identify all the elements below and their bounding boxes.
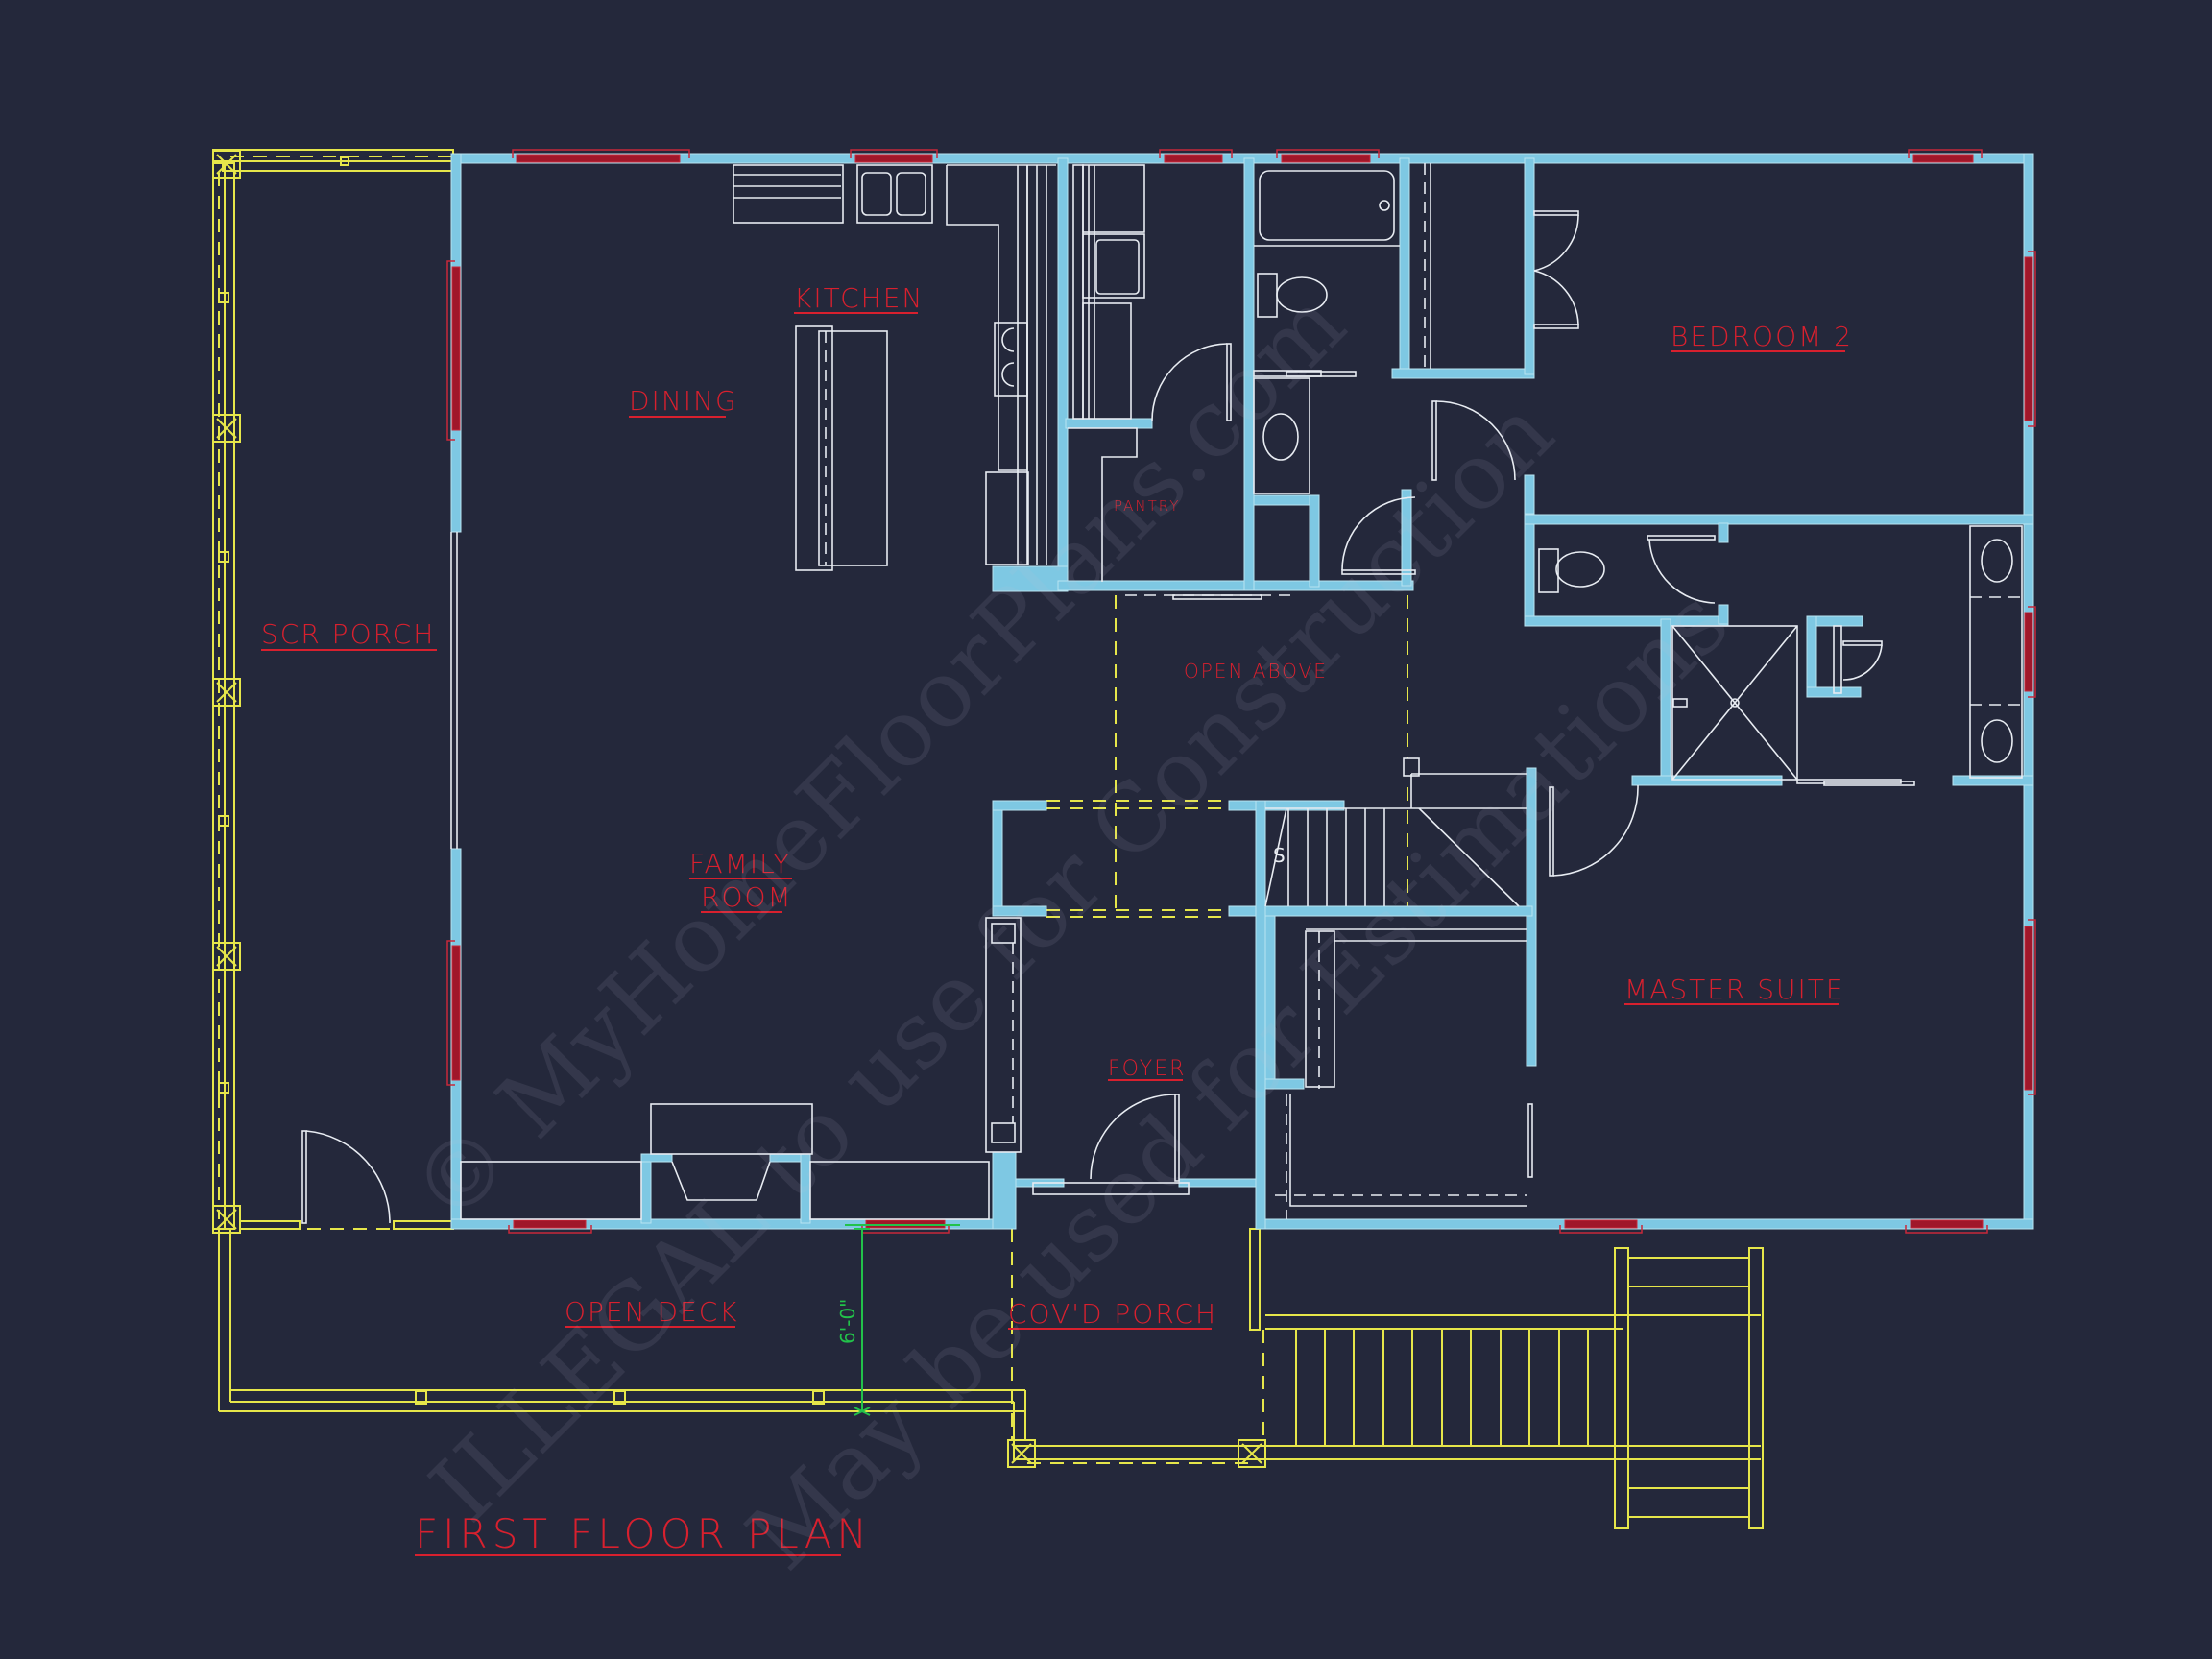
screened-porch-outline <box>212 149 454 1234</box>
label-open-deck: OPEN DECK <box>565 1296 739 1328</box>
master-door-swing <box>1549 784 1639 877</box>
label-covd-porch: COV'D PORCH <box>1008 1298 1217 1330</box>
deck-depth-dimension: 6'-0" <box>836 1224 960 1416</box>
cooktop-icon <box>994 322 1028 397</box>
post-icon <box>212 678 241 707</box>
label-family-room-1: FAMILY <box>689 848 791 879</box>
bath-door-swing <box>1341 496 1416 575</box>
stair-direction-symbol: S <box>1273 844 1286 867</box>
covered-porch-outline <box>1007 1228 1266 1468</box>
label-kitchen: KITCHEN <box>794 282 924 314</box>
post-icon <box>1007 1439 1036 1468</box>
label-foyer: FOYER <box>1108 1057 1186 1081</box>
kitchen-fixtures <box>733 164 1056 571</box>
label-scr-porch: SCR PORCH <box>261 618 435 650</box>
post-icon <box>1238 1439 1266 1468</box>
sink-icon <box>856 164 933 224</box>
post-icon <box>212 1205 241 1234</box>
label-dining: DINING <box>629 385 738 417</box>
hall-bath-fixtures <box>1253 163 1431 575</box>
open-deck-outline <box>218 1229 1026 1452</box>
post-icon <box>212 414 241 443</box>
bathtub-icon <box>1259 170 1395 241</box>
foyer-fixtures <box>450 532 1190 1220</box>
bedroom-2-fixtures <box>1431 210 1579 481</box>
label-bedroom-2: BEDROOM 2 <box>1671 321 1853 352</box>
room-labels: SCR PORCH DINING KITCHEN PANTRY BEDROOM … <box>261 282 1853 1557</box>
laundry-fixtures <box>1068 164 1296 600</box>
shower-icon <box>1671 625 1798 781</box>
vanity-icon <box>1969 525 2023 779</box>
front-steps <box>1265 1247 1764 1529</box>
post-icon <box>212 150 241 179</box>
porch-door-swing <box>301 1130 391 1224</box>
stair-fixtures: S <box>1264 757 1533 1219</box>
label-pantry: PANTRY <box>1114 497 1180 515</box>
toilet-icon <box>1253 377 1310 494</box>
closet-door-swing <box>1833 625 1883 694</box>
toilet-icon <box>1538 548 1605 593</box>
wc-door-swing <box>1647 535 1716 604</box>
drawing-title: FIRST FLOOR PLAN <box>415 1510 872 1557</box>
deck-depth-label: 6'-0" <box>836 1299 859 1344</box>
label-open-above: OPEN ABOVE <box>1184 660 1328 683</box>
kitchen-island <box>795 325 888 571</box>
toilet-icon <box>1257 273 1328 318</box>
post-icon <box>212 942 241 971</box>
master-bath-fixtures <box>1538 525 2023 877</box>
watermark: © MyHomeFloorPlans.com ILLEGAL to use fo… <box>391 270 1749 1590</box>
bedroom-door-swing <box>1431 400 1516 481</box>
label-family-room-2: ROOM <box>701 881 793 913</box>
closet-double-door <box>1533 210 1579 329</box>
front-door-swing <box>1090 1094 1180 1182</box>
laundry-door-swing <box>1151 343 1232 421</box>
label-master-suite: MASTER SUITE <box>1624 974 1845 1005</box>
